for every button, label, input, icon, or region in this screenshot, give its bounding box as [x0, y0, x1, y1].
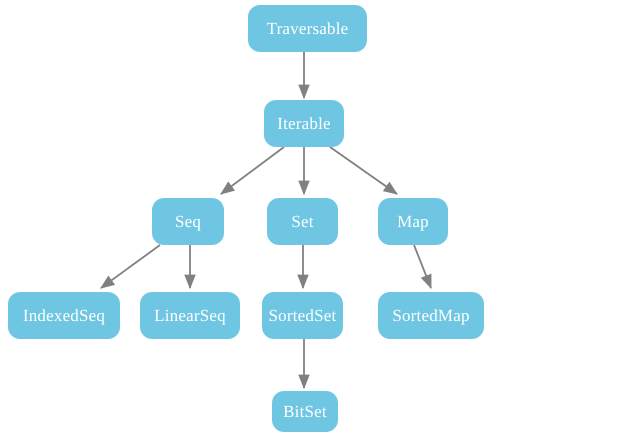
edge-iterable-to-map — [329, 146, 398, 195]
node-label-seq: Seq — [174, 212, 202, 231]
node-label-bitset: BitSet — [283, 402, 327, 421]
edge-iterable-to-seq — [220, 146, 285, 195]
node-indexedseq[interactable]: IndexedSeq — [8, 292, 120, 339]
node-sortedset[interactable]: SortedSet — [262, 292, 343, 339]
node-label-linearseq: LinearSeq — [154, 306, 226, 325]
node-traversable[interactable]: Traversable — [248, 5, 367, 52]
node-iterable[interactable]: Iterable — [264, 100, 344, 147]
node-set[interactable]: Set — [267, 198, 338, 245]
node-bitset[interactable]: BitSet — [272, 391, 338, 432]
edge-map-to-sortedmap — [413, 244, 432, 290]
node-label-sortedset: SortedSet — [268, 306, 337, 325]
edge-seq-to-indexedseq — [100, 244, 161, 289]
node-label-sortedmap: SortedMap — [392, 306, 470, 325]
node-linearseq[interactable]: LinearSeq — [140, 292, 240, 339]
node-label-map: Map — [397, 212, 429, 231]
node-seq[interactable]: Seq — [152, 198, 224, 245]
node-label-set: Set — [291, 212, 314, 231]
node-map[interactable]: Map — [378, 198, 448, 245]
node-label-iterable: Iterable — [277, 114, 331, 133]
node-label-indexedseq: IndexedSeq — [22, 306, 106, 325]
node-label-traversable: Traversable — [266, 19, 349, 38]
node-sortedmap[interactable]: SortedMap — [378, 292, 484, 339]
